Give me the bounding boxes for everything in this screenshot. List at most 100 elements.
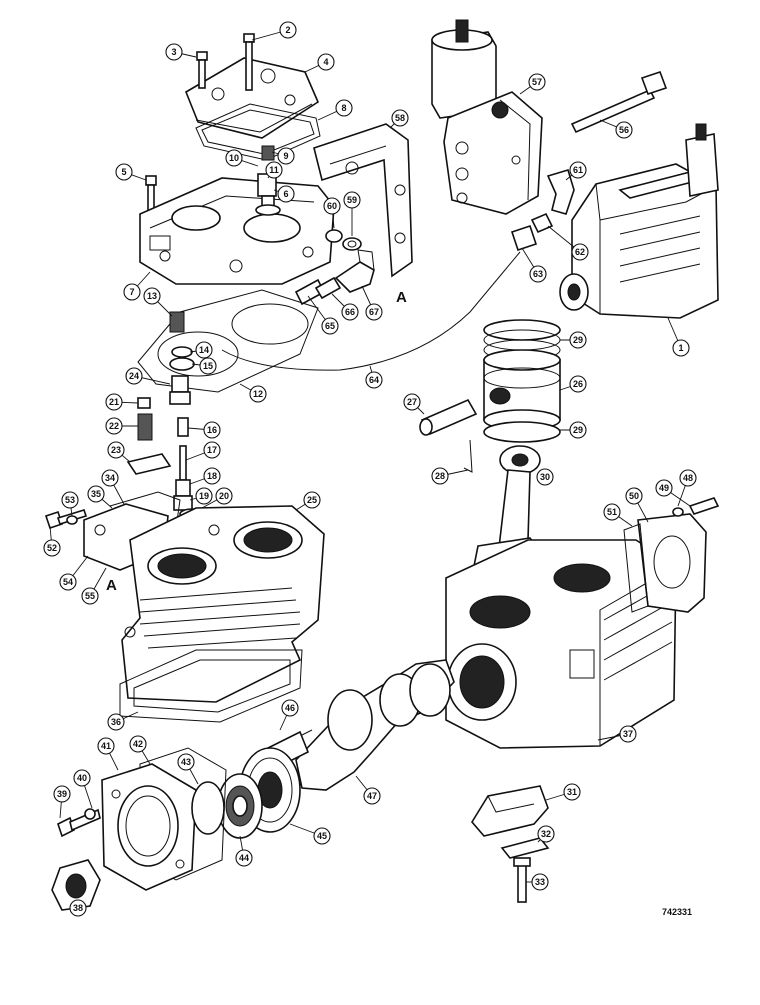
callout-circle bbox=[365, 303, 383, 321]
callout-58: 58 bbox=[389, 109, 409, 129]
callout-27: 27 bbox=[403, 393, 425, 415]
callout-circle bbox=[569, 421, 587, 439]
callout-21: 21 bbox=[105, 393, 139, 411]
callout-41: 41 bbox=[97, 737, 119, 771]
callout-49: 49 bbox=[655, 479, 691, 507]
callout-circle bbox=[203, 467, 221, 485]
pin-lock bbox=[463, 439, 473, 473]
callout-number: 32 bbox=[541, 829, 551, 839]
head-gasket bbox=[137, 289, 319, 393]
callout-number: 46 bbox=[285, 703, 295, 713]
callout-circle bbox=[87, 485, 105, 503]
callout-circle bbox=[215, 487, 233, 505]
callout-number: 5 bbox=[121, 167, 126, 177]
callout-number: 48 bbox=[683, 473, 693, 483]
callout-number: 63 bbox=[533, 269, 543, 279]
callout-43: 43 bbox=[177, 753, 199, 785]
callout-number: 34 bbox=[105, 473, 115, 483]
callout-circle bbox=[235, 849, 253, 867]
callout-number: 1 bbox=[678, 343, 683, 353]
callout-number: 60 bbox=[327, 201, 337, 211]
callout-number: 52 bbox=[47, 543, 57, 553]
callout-67: 67 bbox=[361, 285, 383, 321]
callout-number: 22 bbox=[109, 421, 119, 431]
callout-12: 12 bbox=[239, 383, 267, 403]
callout-circle bbox=[249, 385, 267, 403]
callout-number: 39 bbox=[57, 789, 67, 799]
callout-14: 14 bbox=[189, 341, 213, 359]
callout-32: 32 bbox=[537, 825, 555, 843]
callout-39: 39 bbox=[53, 785, 71, 819]
cap-lockplate bbox=[500, 837, 550, 859]
callout-55: 55 bbox=[81, 567, 107, 605]
callout-29: 29 bbox=[560, 421, 587, 439]
callout-5: 5 bbox=[115, 163, 147, 181]
callout-circle bbox=[277, 185, 295, 203]
callout-circle bbox=[195, 487, 213, 505]
callout-number: 28 bbox=[435, 471, 445, 481]
callout-number: 12 bbox=[253, 389, 263, 399]
callout-circle bbox=[59, 573, 77, 591]
callout-number: 23 bbox=[111, 445, 121, 455]
callout-number: 21 bbox=[109, 397, 119, 407]
line-fittings bbox=[294, 249, 375, 306]
callout-circle bbox=[107, 713, 125, 731]
callout-number: 9 bbox=[283, 151, 288, 161]
callout-circle bbox=[279, 21, 297, 39]
callout-circle bbox=[563, 783, 581, 801]
callout-number: 33 bbox=[535, 877, 545, 887]
callout-circle bbox=[571, 243, 589, 261]
callout-circle bbox=[431, 467, 449, 485]
callout-number: 56 bbox=[619, 125, 629, 135]
callout-42: 42 bbox=[129, 735, 151, 765]
callout-11: 11 bbox=[265, 161, 283, 179]
callout-circle bbox=[199, 357, 217, 375]
callout-50: 50 bbox=[625, 487, 649, 523]
rod-bearing-cap bbox=[471, 785, 549, 837]
callout-44: 44 bbox=[235, 835, 253, 867]
callout-number: 37 bbox=[623, 729, 633, 739]
callout-8: 8 bbox=[317, 99, 353, 121]
callout-23: 23 bbox=[107, 441, 131, 463]
callout-circle bbox=[115, 163, 133, 181]
callout-number: 20 bbox=[219, 491, 229, 501]
callout-circle bbox=[203, 421, 221, 439]
callout-18: 18 bbox=[189, 467, 221, 485]
unloader-tube bbox=[221, 251, 521, 371]
callout-number: 51 bbox=[607, 507, 617, 517]
callout-number: 2 bbox=[285, 25, 290, 35]
callout-number: 59 bbox=[347, 195, 357, 205]
cap-bolt bbox=[513, 857, 531, 903]
callout-circle bbox=[528, 73, 546, 91]
callout-38: 38 bbox=[69, 899, 87, 917]
callout-number: 31 bbox=[567, 787, 577, 797]
callout-number: 14 bbox=[199, 345, 209, 355]
reference-mark-a-lower: A bbox=[106, 577, 117, 594]
callout-number: 29 bbox=[573, 425, 583, 435]
long-bolt bbox=[570, 70, 668, 134]
callout-45: 45 bbox=[289, 823, 331, 845]
callout-circle bbox=[531, 873, 549, 891]
callout-number: 3 bbox=[171, 47, 176, 57]
callout-3: 3 bbox=[165, 43, 197, 61]
callout-52: 52 bbox=[43, 525, 61, 557]
callout-circle bbox=[529, 265, 547, 283]
callout-circle bbox=[281, 699, 299, 717]
callout-circle bbox=[105, 417, 123, 435]
callout-40: 40 bbox=[73, 769, 93, 809]
callout-circle bbox=[672, 339, 690, 357]
cylinder-head bbox=[139, 177, 335, 285]
end-cover-bolts bbox=[672, 497, 720, 517]
callout-number: 42 bbox=[133, 739, 143, 749]
callout-number: 64 bbox=[369, 375, 379, 385]
callout-number: 47 bbox=[367, 791, 377, 801]
callout-56: 56 bbox=[599, 119, 633, 139]
callout-circle bbox=[61, 491, 79, 509]
callout-number: 7 bbox=[129, 287, 134, 297]
cover-screws bbox=[44, 509, 88, 530]
seal-washers bbox=[325, 229, 362, 251]
cylinder-block bbox=[121, 505, 325, 703]
callout-circle bbox=[569, 161, 587, 179]
callout-number: 13 bbox=[147, 291, 157, 301]
callout-1: 1 bbox=[667, 317, 690, 357]
